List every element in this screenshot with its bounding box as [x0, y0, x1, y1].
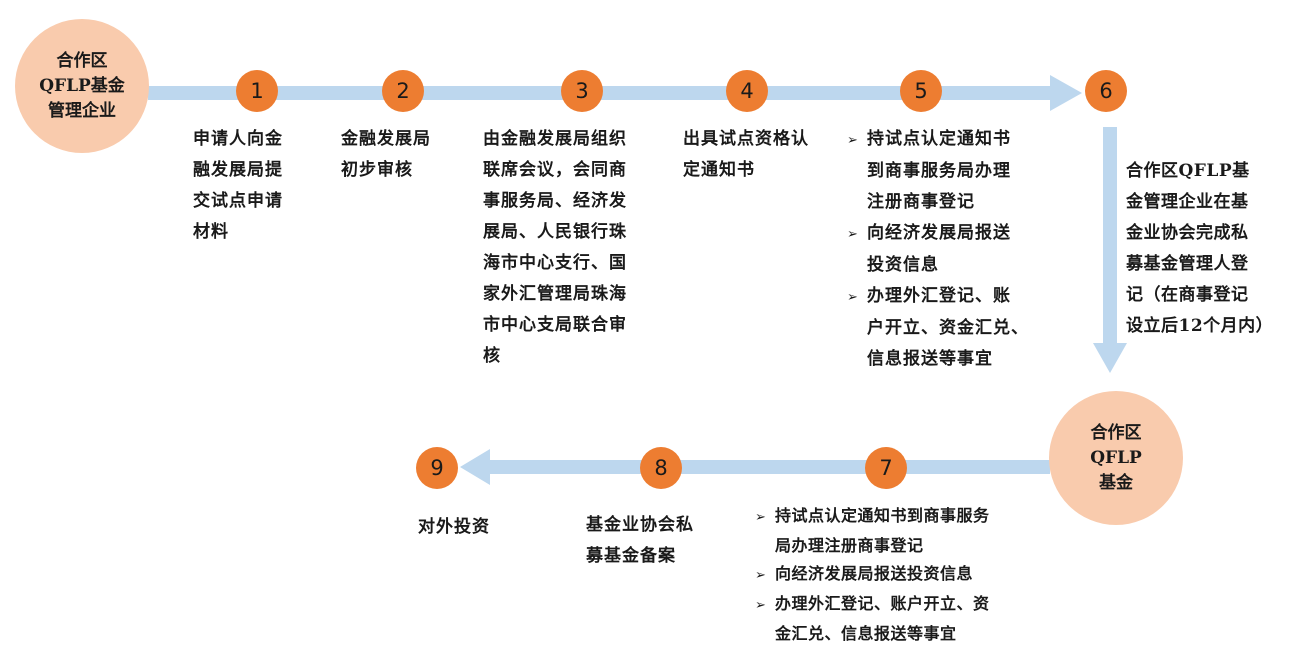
bottom-flow-arrow-shaft	[486, 460, 1050, 474]
step-3-line-2: 联席会议，会同商	[483, 160, 627, 180]
entity-top-line-2: QFLP基金	[39, 75, 125, 96]
entity-bottom-line-3: 基金	[1099, 472, 1133, 493]
step-5-bullet-3-line-3: 信息报送等事宜	[867, 349, 993, 369]
arrow-bullet-icon: ➢	[847, 290, 859, 305]
step-2-line-2: 初步审核	[341, 160, 413, 180]
step-1-badge: 1	[236, 70, 278, 112]
step-1-description: 申请人向金 融发展局提 交试点申请 材料	[193, 124, 283, 248]
step-2-line-1: 金融发展局	[341, 129, 431, 149]
step-3-line-1: 由金融发展局组织	[483, 129, 627, 149]
step-7-description: ➢ 持试点认定通知书到商事服务 局办理注册商事登记 ➢ 向经济发展局报送投资信息 ➢…	[755, 502, 990, 648]
step-6-line-6: 设立后12个月内）	[1126, 316, 1274, 336]
step-4-badge: 4	[726, 70, 768, 112]
step-5-bullet-1-line-1: 持试点认定通知书	[867, 129, 1011, 149]
step-2-badge: 2	[382, 70, 424, 112]
step-5-description: ➢ 持试点认定通知书 到商事服务局办理 注册商事登记 ➢ 向经济发展局报送 投资信息…	[847, 124, 1029, 375]
step-7-bullet-3: ➢ 办理外汇登记、账户开立、资	[755, 590, 990, 620]
step-3-line-5: 海市中心支行、国	[483, 253, 627, 273]
step-4-line-2: 定通知书	[683, 160, 755, 180]
step-5-badge: 5	[900, 70, 942, 112]
step-1-line-1: 申请人向金	[193, 129, 283, 149]
step-5-bullet-1-line-3: 注册商事登记	[867, 192, 975, 212]
entity-top-line-3: 管理企业	[48, 100, 116, 121]
step-8-badge: 8	[640, 447, 682, 489]
step-5-bullet-3-line-2: 户开立、资金汇兑、	[867, 318, 1029, 338]
arrow-bullet-icon: ➢	[847, 227, 859, 242]
step-3-line-8: 核	[483, 346, 501, 366]
step-9-description: 对外投资	[418, 512, 490, 543]
step-5-bullet-1-line-2: 到商事服务局办理	[867, 161, 1011, 181]
step-7-bullet-3-line-2: 金汇兑、信息报送等事宜	[775, 624, 957, 643]
entity-bottom-line-1: 合作区	[1090, 422, 1142, 443]
step-4-description: 出具试点资格认 定通知书	[683, 124, 809, 186]
entity-qflp-manager: 合作区 QFLP基金 管理企业	[15, 19, 149, 153]
arrow-bullet-icon: ➢	[755, 510, 767, 525]
step-8-line-1: 基金业协会私	[586, 515, 694, 535]
step-7-bullet-3-line-1: 办理外汇登记、账户开立、资	[775, 594, 990, 613]
down-flow-arrow-shaft	[1103, 127, 1117, 346]
entity-bottom-line-2: QFLP	[1090, 447, 1142, 468]
step-6-line-1: 合作区QFLP基	[1126, 161, 1250, 181]
bottom-flow-arrow-head	[460, 449, 490, 485]
step-3-line-3: 事服务局、经济发	[483, 191, 627, 211]
step-5-bullet-2-line-1: 向经济发展局报送	[867, 223, 1011, 243]
step-6-line-4: 募基金管理人登	[1126, 254, 1249, 274]
step-6-line-2: 金管理企业在基	[1126, 192, 1249, 212]
top-flow-arrow-head	[1050, 75, 1082, 111]
arrow-bullet-icon: ➢	[755, 598, 767, 613]
step-6-badge: 6	[1085, 70, 1127, 112]
step-5-bullet-2-line-2: 投资信息	[867, 255, 939, 275]
step-7-bullet-2-line-1: 向经济发展局报送投资信息	[775, 564, 974, 583]
step-7-bullet-1-line-2: 局办理注册商事登记	[775, 536, 924, 555]
step-1-line-2: 融发展局提	[193, 160, 283, 180]
step-3-line-7: 市中心支局联合审	[483, 315, 627, 335]
step-3-line-4: 展局、人民银行珠	[483, 222, 627, 242]
step-7-bullet-2: ➢ 向经济发展局报送投资信息	[755, 560, 990, 590]
step-5-bullet-1: ➢ 持试点认定通知书	[847, 124, 1029, 156]
step-7-badge: 7	[865, 447, 907, 489]
step-9-badge: 9	[416, 447, 458, 489]
step-3-badge: 3	[561, 70, 603, 112]
step-5-bullet-3: ➢ 办理外汇登记、账	[847, 281, 1029, 313]
step-3-line-6: 家外汇管理局珠海	[483, 284, 627, 304]
entity-top-line-1: 合作区	[56, 50, 108, 71]
step-3-description: 由金融发展局组织 联席会议，会同商 事服务局、经济发 展局、人民银行珠 海市中心…	[483, 124, 627, 372]
step-6-line-3: 金业协会完成私	[1126, 223, 1249, 243]
step-6-line-5: 记（在商事登记	[1126, 285, 1249, 305]
step-2-description: 金融发展局 初步审核	[341, 124, 431, 186]
step-9-line-1: 对外投资	[418, 517, 490, 537]
step-7-bullet-1-line-1: 持试点认定通知书到商事服务	[775, 506, 990, 525]
step-5-bullet-2: ➢ 向经济发展局报送	[847, 218, 1029, 250]
step-8-line-2: 募基金备案	[586, 546, 676, 566]
step-6-description: 合作区QFLP基 金管理企业在基 金业协会完成私 募基金管理人登 记（在商事登记…	[1126, 156, 1273, 342]
step-7-bullet-1: ➢ 持试点认定通知书到商事服务	[755, 502, 990, 532]
entity-qflp-fund: 合作区 QFLP 基金	[1049, 391, 1183, 525]
step-1-line-4: 材料	[193, 222, 229, 242]
step-4-line-1: 出具试点资格认	[683, 129, 809, 149]
step-8-description: 基金业协会私 募基金备案	[586, 510, 694, 572]
step-1-line-3: 交试点申请	[193, 191, 283, 211]
arrow-bullet-icon: ➢	[755, 568, 767, 583]
step-5-bullet-3-line-1: 办理外汇登记、账	[867, 286, 1011, 306]
down-flow-arrow-head	[1093, 343, 1127, 373]
arrow-bullet-icon: ➢	[847, 133, 859, 148]
